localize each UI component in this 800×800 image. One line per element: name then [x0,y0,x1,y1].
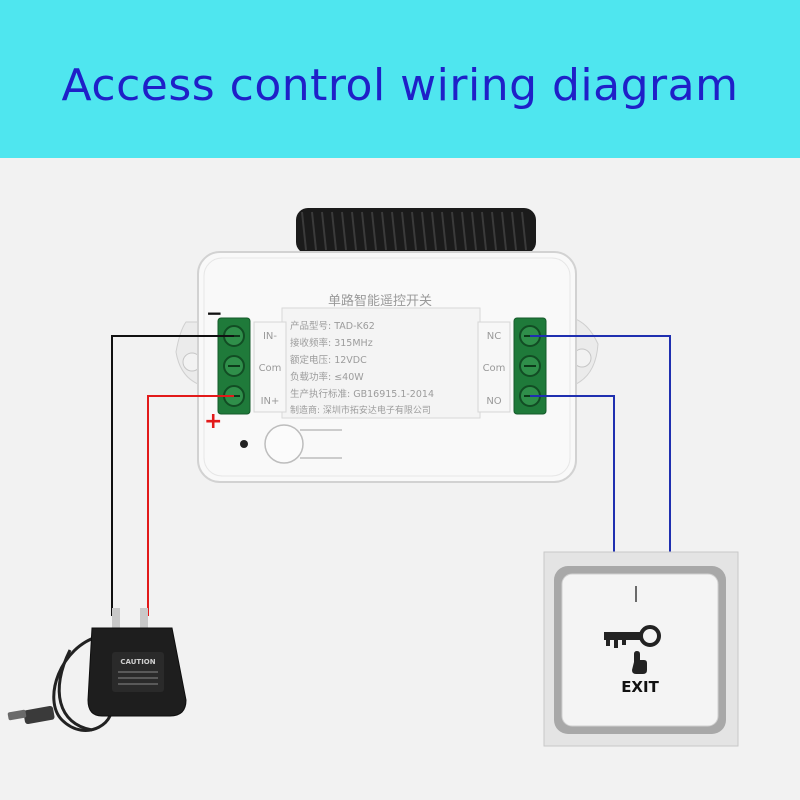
exit-button-panel: EXIT [543,551,739,747]
exit-label: EXIT [621,678,659,696]
key-icon [604,625,661,648]
spec-line: 产品型号: TAD-K62 [290,320,375,332]
terminal-label-nc: NC [487,331,501,342]
nc-wire [530,335,671,554]
no-wire [530,395,615,554]
page-title: Access control wiring diagram [61,60,739,111]
receiver-module: 单路智能遥控开关 产品型号: TAD-K62 接收频率: 315MHz 额定电压… [175,251,599,483]
terminal-label-in-pos: IN+ [261,396,280,407]
spec-line: 生产执行标准: GB16915.1-2014 [290,388,434,400]
title-banner [0,0,800,158]
terminal-label-com: Com [259,363,282,374]
product-title: 单路智能遥控开关 [328,293,432,309]
negative-sign: − [206,301,223,325]
left-terminal-block [217,317,251,415]
indicator-led [240,440,248,448]
positive-sign: + [204,409,222,434]
terminal-label-no: NO [486,396,501,407]
spec-line: 接收频率: 315MHz [290,337,373,349]
positive-wire [147,395,234,616]
learn-button[interactable] [264,424,342,464]
exit-push-button[interactable]: EXIT [604,586,661,696]
terminal-label-com: Com [483,363,506,374]
terminal-label-in-neg: IN- [263,331,277,342]
negative-wire [111,335,234,616]
spec-line: 制造商: 深圳市拓安达电子有限公司 [290,404,431,416]
spec-line: 额定电压: 12VDC [290,354,367,366]
caution-label: CAUTION [120,658,155,666]
hand-touch-icon [632,651,647,674]
right-terminal-block [513,317,547,415]
spec-line: 负载功率: ≤40W [290,371,364,383]
power-adapter: CAUTION [7,608,187,732]
antenna-coil [296,208,536,254]
